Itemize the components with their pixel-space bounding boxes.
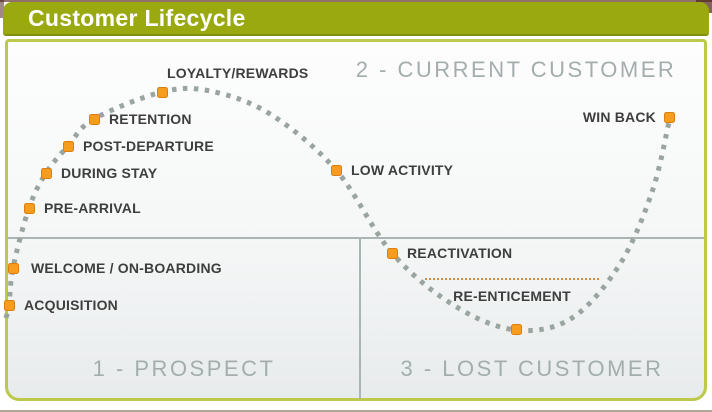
title-bar: Customer Lifecycle [3,2,709,36]
stage-marker-post-departure [62,140,74,152]
stage-label-acquisition: ACQUISITION [24,297,118,313]
stage-label-post-departure: POST-DEPARTURE [83,138,214,154]
stage-label-reactivation: REACTIVATION [407,245,513,261]
stage-label-low-activity: LOW ACTIVITY [351,162,454,178]
stage-label-loyalty-rewards: LOYALTY/REWARDS [167,65,309,81]
edge-artifact-top [0,0,712,2]
stage-marker-reactivation [386,247,398,259]
stage-label-pre-arrival: PRE-ARRIVAL [44,200,141,216]
stage-label-welcome-on-boarding: WELCOME / ON-BOARDING [31,260,222,276]
stage-marker-during-stay [40,167,52,179]
section-label-prospect: 1 - PROSPECT [92,356,276,381]
stage-marker-acquisition [3,299,15,311]
stage-marker-win-back [663,111,675,123]
section-label-current-customer: 2 - CURRENT CUSTOMER [355,57,677,82]
stage-marker-loyalty-rewards [156,86,168,98]
edge-artifact-bottom [0,410,712,412]
stage-label-during-stay: DURING STAY [61,165,158,181]
page-title: Customer Lifecycle [28,4,246,31]
stage-marker-pre-arrival [23,202,35,214]
stage-marker-re-enticement [510,323,522,335]
stage-marker-welcome-on-boarding [7,262,19,274]
stage-label-retention: RETENTION [109,111,192,127]
edge-artifact-top-left [0,0,4,18]
stage-label-re-enticement: RE-ENTICEMENT [453,288,571,304]
re-enticement-separator [425,278,600,280]
stage-marker-low-activity [330,164,342,176]
section-label-lost-customer: 3 - LOST CUSTOMER [400,356,664,381]
stage-label-win-back: WIN BACK [582,109,656,125]
stage-marker-retention [88,113,100,125]
